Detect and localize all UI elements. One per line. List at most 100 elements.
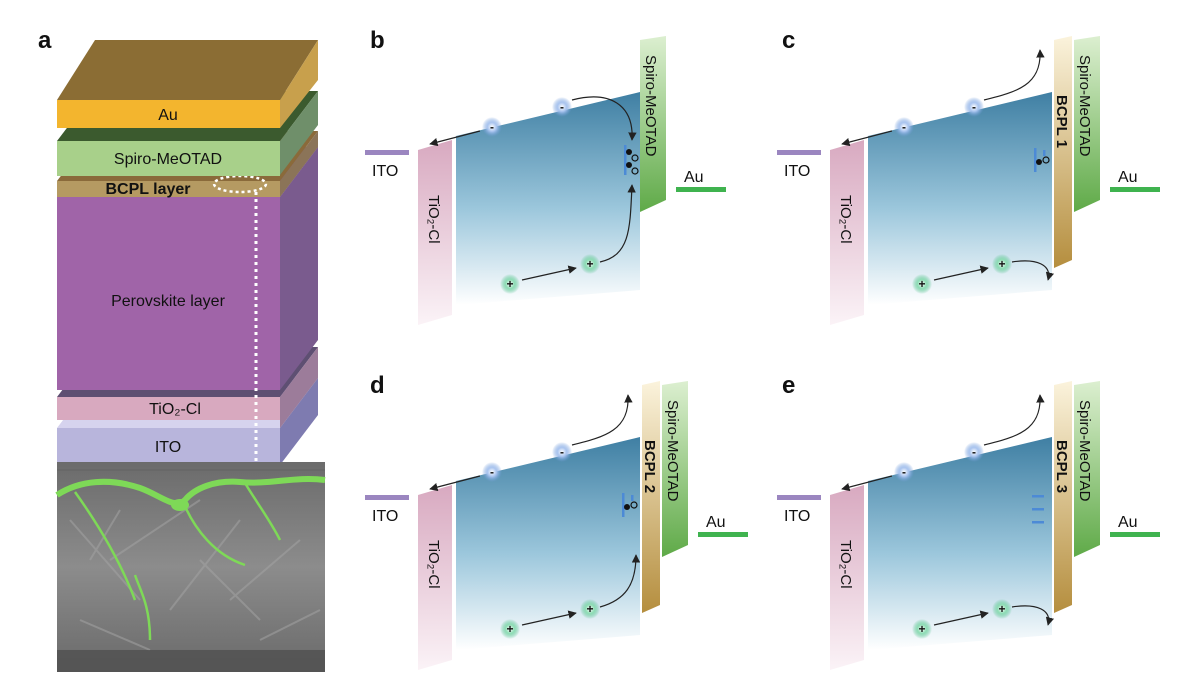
hole-blocked-arrow <box>1011 605 1054 626</box>
electron-blocked-arrow <box>571 394 633 446</box>
electron-glow <box>482 462 502 482</box>
trapped-carrier <box>624 504 630 510</box>
au-level-line <box>676 187 726 192</box>
bcpl-label: BCPL 1 <box>1053 95 1070 148</box>
ito-level-line <box>365 150 409 155</box>
electron-glow <box>964 97 984 117</box>
electron-glow <box>894 117 914 137</box>
spiro-label: Spiro-MeOTAD <box>1076 55 1093 157</box>
electron-sign: - <box>902 120 906 134</box>
tio2-slab <box>830 485 864 670</box>
perovskite-band <box>456 92 640 305</box>
ito-level-line <box>365 495 409 500</box>
spiro-label: Spiro-MeOTAD <box>1076 400 1093 502</box>
sem-micrograph <box>55 462 326 672</box>
spiro-slab <box>1074 381 1100 557</box>
tio2-slab <box>830 140 864 325</box>
electron-sign: - <box>560 445 564 459</box>
tio2-label: TiO₂-Cl <box>837 195 854 244</box>
electron-extraction-arrow <box>429 130 481 147</box>
electron-glow <box>552 97 572 117</box>
electron-glow <box>894 462 914 482</box>
layer-label-spiro: Spiro-MeOTAD <box>114 151 222 168</box>
trapped-carrier <box>1036 159 1042 165</box>
hole-glow <box>580 599 600 619</box>
hole-drift-arrow <box>521 265 577 281</box>
bcpl-slab <box>1054 36 1072 268</box>
perovskite-band <box>868 437 1052 650</box>
au-level-line <box>698 532 748 537</box>
hole-sign: + <box>506 277 513 291</box>
layer-label-perovskite: Perovskite layer <box>111 293 225 310</box>
hole-transfer-arrow <box>599 554 641 608</box>
bcpl-slab <box>642 381 660 613</box>
electron-extraction-arrow <box>841 475 893 492</box>
hole-recombination-arrow <box>599 184 636 263</box>
au-level-line <box>1110 187 1160 192</box>
trap-state-mark <box>631 495 634 501</box>
tio2-label: TiO₂-Cl <box>425 540 442 589</box>
hole-sign: + <box>506 622 513 636</box>
electron-extraction-arrow <box>429 475 481 492</box>
tio2-slab <box>418 485 452 670</box>
layer-label-ito: ITO <box>155 439 181 456</box>
electron-blocked-arrow <box>983 49 1045 101</box>
ito-label: ITO <box>372 163 398 180</box>
spiro-slab <box>662 381 688 557</box>
electron-glow <box>552 442 572 462</box>
trap-state-mark <box>624 145 627 175</box>
panel-letter-c: c <box>782 27 795 54</box>
perovskite-band <box>868 92 1052 305</box>
au-label: Au <box>684 169 704 186</box>
panel-letter-b: b <box>370 27 385 54</box>
trapped-carrier <box>626 162 632 168</box>
electron-sign: - <box>902 465 906 479</box>
au-label: Au <box>706 514 726 531</box>
hole-sign: + <box>998 602 1005 616</box>
spiro-label: Spiro-MeOTAD <box>664 400 681 502</box>
trap-state-mark <box>622 493 625 517</box>
ito-label: ITO <box>784 163 810 180</box>
band-diagram-panels: bITOTiO₂-ClSpiro-MeOTADAu--++cITOTiO₂-Cl… <box>365 27 1160 670</box>
ito-label: ITO <box>372 508 398 525</box>
trapped-hole <box>631 167 639 175</box>
hole-sign: + <box>586 602 593 616</box>
ito-level-line <box>777 495 821 500</box>
hole-sign: + <box>998 257 1005 271</box>
electron-extraction-arrow <box>841 130 893 147</box>
hole-sign: + <box>918 277 925 291</box>
spiro-label: Spiro-MeOTAD <box>642 55 659 157</box>
grain-boundary-outline <box>55 475 326 507</box>
hole-drift-arrow <box>521 610 577 626</box>
trap-state-mark <box>1034 148 1037 172</box>
hole-sign: + <box>918 622 925 636</box>
layer-label-tio2: TiO₂-Cl <box>149 401 201 418</box>
trap-state-mark <box>1043 150 1046 156</box>
spiro-slab <box>640 36 666 212</box>
hole-glow <box>500 619 520 639</box>
ito-level-line <box>777 150 821 155</box>
tio2-slab <box>418 140 452 325</box>
panel-letter-d: d <box>370 372 385 399</box>
tio2-label: TiO₂-Cl <box>837 540 854 589</box>
tio2-label: TiO₂-Cl <box>425 195 442 244</box>
panel-letter-a: a <box>38 27 52 54</box>
passivated-trap-mark <box>1032 508 1044 511</box>
hole-glow <box>992 254 1012 274</box>
bcpl-label: BCPL 3 <box>1053 440 1070 493</box>
panel-letter-e: e <box>782 372 795 399</box>
layer-label-au: Au <box>158 107 178 124</box>
hole-glow <box>580 254 600 274</box>
passivated-trap-mark <box>1032 521 1044 524</box>
electron-blocked-arrow <box>983 394 1045 446</box>
electron-sign: - <box>560 100 564 114</box>
hole-glow <box>500 274 520 294</box>
passivated-trap-mark <box>1032 495 1044 498</box>
trapped-hole <box>1042 156 1050 164</box>
au-level-line <box>1110 532 1160 537</box>
